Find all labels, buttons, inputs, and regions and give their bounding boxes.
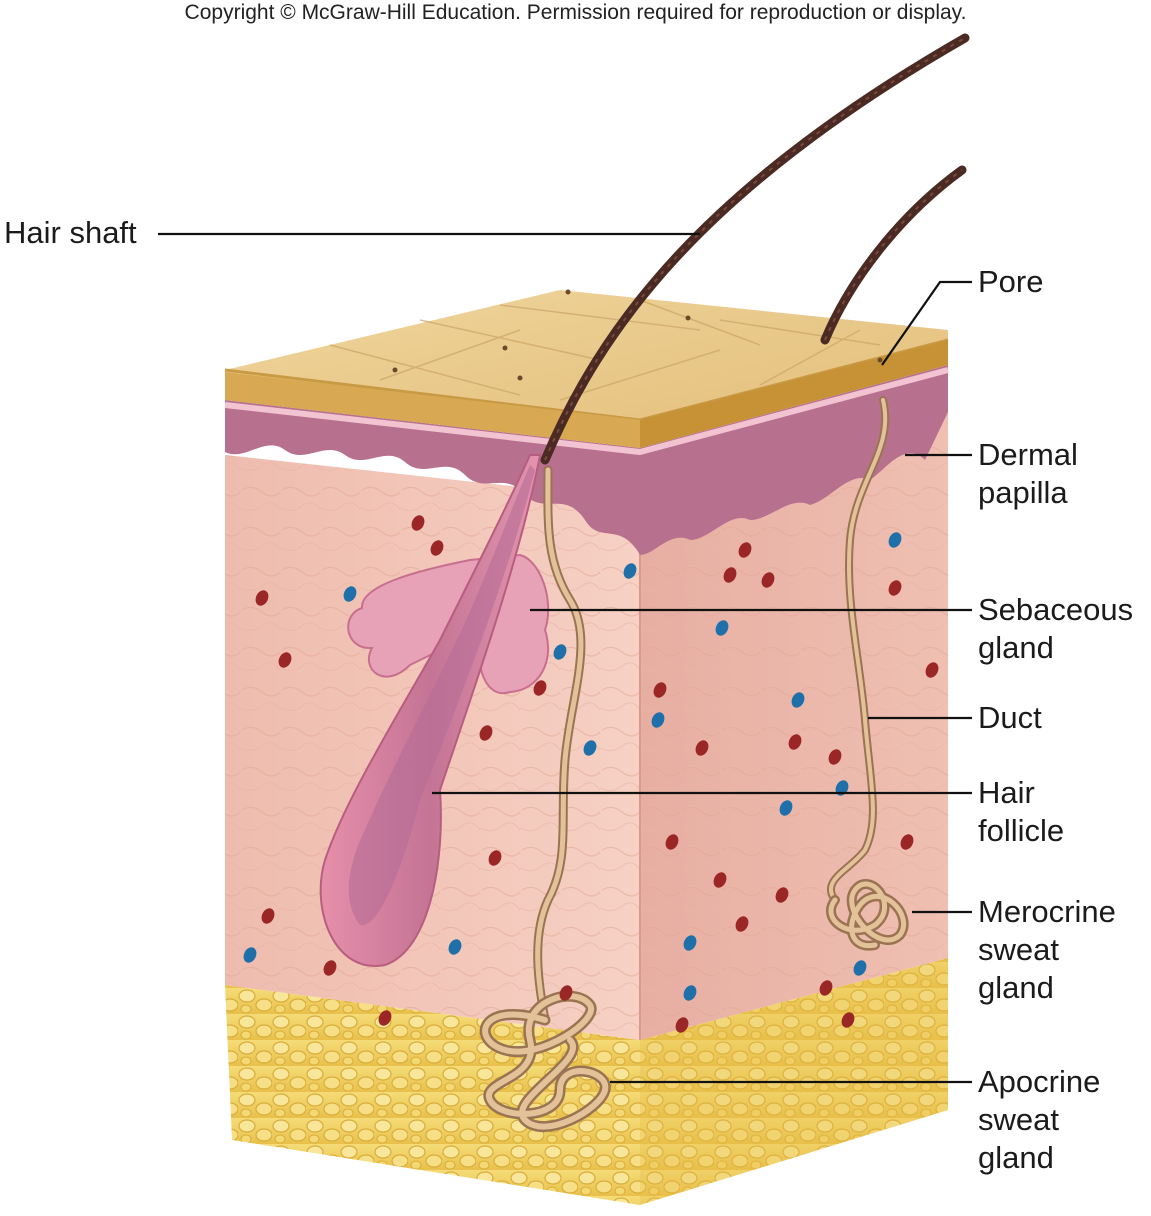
artery-dot <box>653 682 667 698</box>
label-dermal-papilla: Dermal papilla <box>978 437 1078 510</box>
artery-dot <box>788 734 802 750</box>
vein-dot <box>683 935 697 951</box>
label-sebaceous-gland: Sebaceous gland <box>978 592 1134 665</box>
label-hair-follicle: Hair follicle <box>978 775 1065 848</box>
vein-dot <box>583 740 597 756</box>
artery-dot <box>925 662 939 678</box>
vein-dot <box>791 692 805 708</box>
pore-opening <box>877 357 883 363</box>
vein-dot <box>835 780 849 796</box>
artery-dot <box>261 908 275 924</box>
artery-dot <box>278 652 292 668</box>
vein-dot <box>553 644 567 660</box>
artery-dot <box>713 872 727 888</box>
artery-dot <box>841 1012 855 1028</box>
artery-dot <box>695 740 709 756</box>
artery-dot <box>735 916 749 932</box>
artery-dot <box>819 980 833 996</box>
leader-pore <box>881 280 972 366</box>
artery-dot <box>559 985 573 1001</box>
artery-dot <box>411 515 425 531</box>
vein-dot <box>683 985 697 1001</box>
artery-dot <box>900 834 914 850</box>
merocrine-sweat-gland <box>826 396 909 951</box>
label-pore: Pore <box>978 264 1044 299</box>
apocrine-sweat-gland <box>479 465 611 1132</box>
artery-dot <box>828 749 842 765</box>
vein-dot <box>715 620 729 636</box>
artery-dot <box>675 1017 689 1033</box>
artery-dot <box>533 680 547 696</box>
artery-dot <box>323 960 337 976</box>
artery-dot <box>738 542 752 558</box>
artery-dot <box>761 572 775 588</box>
vein-dot <box>343 586 357 602</box>
hair-shafts <box>540 33 970 465</box>
leader-lines <box>158 232 972 1084</box>
vein-dot <box>779 800 793 816</box>
label-duct: Duct <box>978 700 1042 735</box>
artery-dot <box>378 1010 392 1026</box>
artery-dot <box>430 540 444 556</box>
vein-dot <box>888 532 902 548</box>
label-apocrine-sweat-gland: Apocrine sweat gland <box>978 1064 1101 1175</box>
vein-dot <box>623 563 637 579</box>
vein-dot <box>651 712 665 728</box>
artery-dot <box>488 850 502 866</box>
artery-dot <box>723 567 737 583</box>
label-merocrine-sweat-gland: Merocrine sweat gland <box>978 894 1116 1005</box>
artery-dot <box>665 834 679 850</box>
label-hair-shaft: Hair shaft <box>4 215 137 250</box>
copyright-notice: Copyright © McGraw-Hill Education. Permi… <box>184 1 967 24</box>
artery-dot <box>888 580 902 596</box>
artery-dot <box>775 887 789 903</box>
vein-dot <box>243 947 257 963</box>
vein-dot <box>853 960 867 976</box>
epidermis-layer <box>224 365 949 555</box>
hair-follicle <box>319 454 542 968</box>
artery-dot <box>255 590 269 606</box>
blood-vessels <box>243 515 939 1033</box>
artery-dot <box>479 725 493 741</box>
vein-dot <box>448 939 462 955</box>
